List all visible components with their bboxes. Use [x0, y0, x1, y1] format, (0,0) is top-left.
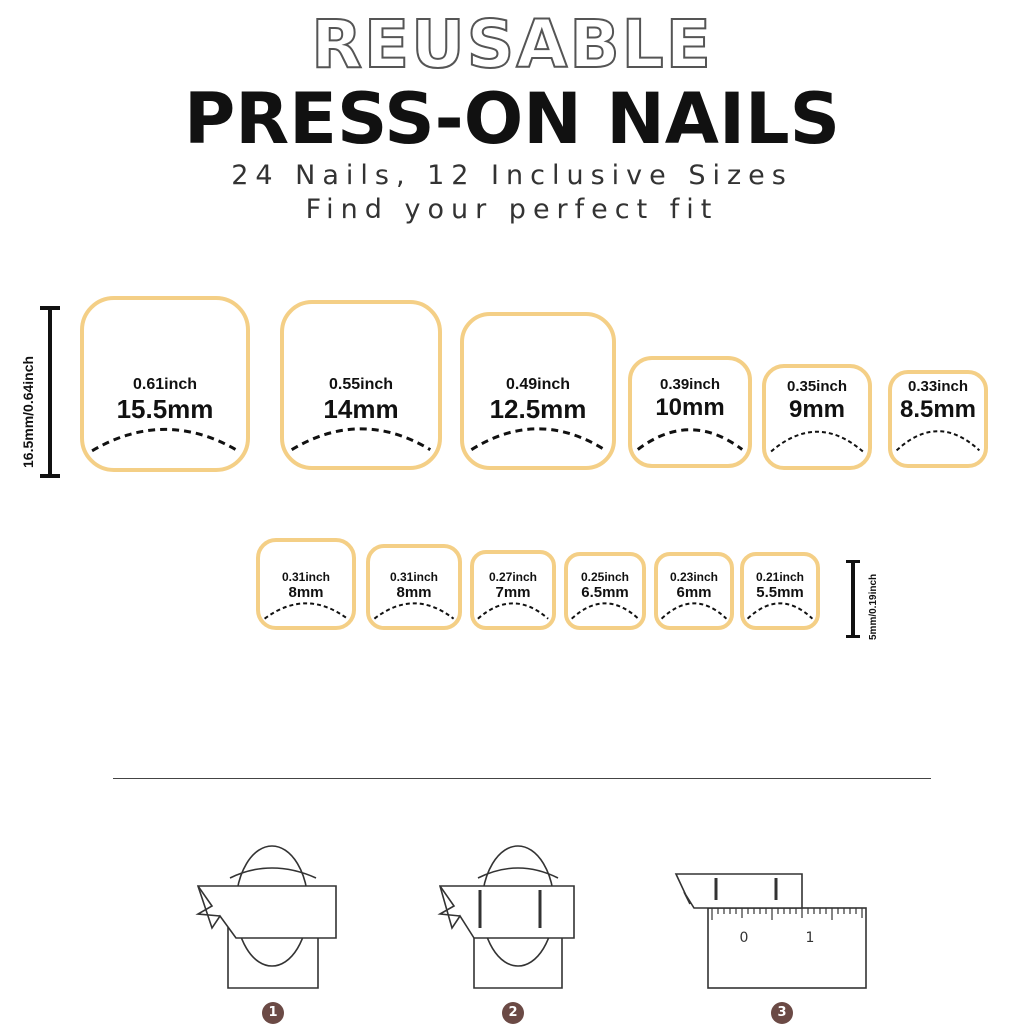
nail-size-inch: 0.31inch [281, 570, 331, 584]
nail-size-mm: 15.5mm [116, 394, 214, 424]
cuticle-guide-line [91, 428, 239, 453]
ruler-label-1: 1 [806, 930, 815, 946]
subtitle-nail-count: 24 Nails, 12 Inclusive Sizes [231, 160, 793, 191]
title-press-on-nails: PRESS-ON NAILS [183, 78, 841, 160]
nail-size-inch: 0.31inch [389, 570, 439, 584]
nail-size-mm: 8mm [396, 584, 432, 601]
cuticle-guide-line [470, 427, 606, 451]
nail-size-mm: 12.5mm [489, 394, 587, 424]
cuticle-guide-line [895, 430, 981, 452]
step-number-3: 3 [771, 1002, 793, 1024]
nail-size-inch: 0.49inch [505, 376, 571, 393]
cuticle-guide-line [770, 430, 864, 453]
nail-size-inch: 0.39inch [659, 376, 721, 393]
nail-size-mm: 9mm [788, 396, 846, 423]
height-bracket-small [846, 560, 860, 638]
cuticle-guide-line [373, 602, 455, 620]
nail-size-inch: 0.61inch [132, 376, 198, 393]
large-height-label: 16.5mm/0.64inch [20, 355, 36, 468]
cuticle-guide-line [571, 602, 639, 620]
nail-size-mm: 10mm [655, 394, 725, 421]
cuticle-guide-line [290, 427, 432, 451]
nail-size-inch: 0.33inch [907, 378, 969, 395]
title-reusable: REUSABLE [310, 5, 713, 84]
cuticle-guide-line [264, 602, 348, 620]
nail-size-mm: 6mm [676, 584, 712, 601]
step3-illustration: 0 1 [674, 873, 867, 989]
nail-size-mm: 8mm [288, 584, 324, 601]
nail-size-inch: 0.35inch [786, 378, 848, 395]
height-bracket-large [40, 306, 60, 478]
nail-size-mm: 14mm [323, 394, 399, 424]
cuticle-guide-line [660, 602, 728, 620]
nail-size-mm: 6.5mm [581, 584, 629, 601]
section-divider [113, 778, 931, 779]
cuticle-guide-line [746, 602, 814, 620]
cuticle-guide-line [636, 428, 744, 451]
nail-size-inch: 0.21inch [755, 570, 805, 584]
nail-size-inch: 0.25inch [580, 570, 630, 584]
step-number-2: 2 [502, 1002, 524, 1024]
cuticle-guide-line [477, 602, 549, 620]
step1-illustration [195, 845, 337, 989]
nail-size-mm: 8.5mm [899, 396, 977, 423]
nail-size-inch: 0.27inch [488, 570, 538, 584]
ruler-label-0: 0 [740, 930, 749, 946]
small-height-label: 5mm/0.19inch [868, 573, 879, 640]
nail-size-inch: 0.55inch [328, 376, 394, 393]
nail-size-mm: 7mm [495, 584, 531, 601]
nail-size-mm: 5.5mm [756, 584, 804, 601]
nail-size-inch: 0.23inch [669, 570, 719, 584]
step2-illustration [437, 845, 575, 989]
step-number-1: 1 [262, 1002, 284, 1024]
subtitle-perfect-fit: Find your perfect fit [305, 194, 719, 225]
